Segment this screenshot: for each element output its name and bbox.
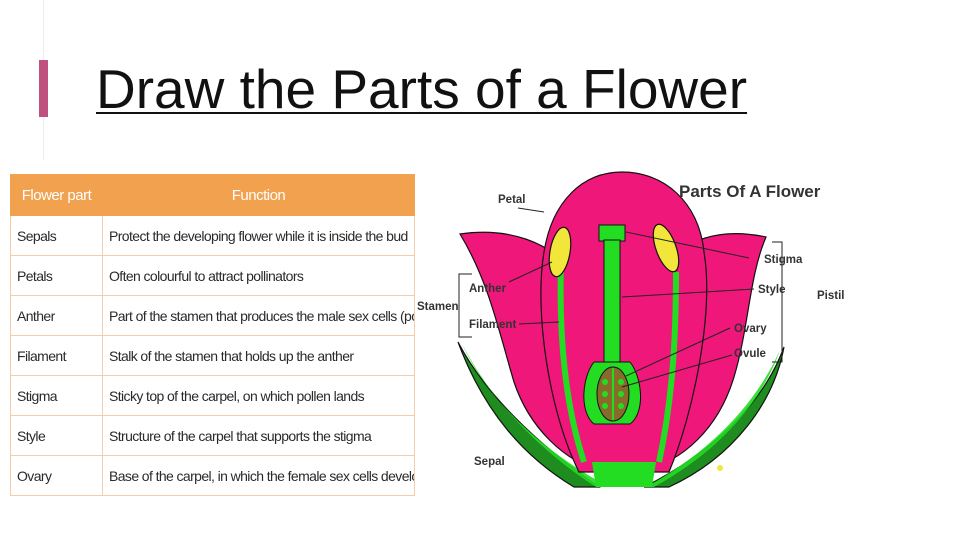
label-petal: Petal bbox=[498, 194, 526, 206]
flower-parts-table: Flower part Function Sepals Protect the … bbox=[10, 174, 415, 496]
header-function: Function bbox=[102, 174, 415, 216]
flower-diagram-svg: Parts Of A Flower Petal Anther Stamen Fi… bbox=[417, 171, 844, 488]
table-row: Sepals Protect the developing flower whi… bbox=[10, 215, 415, 256]
ovule-shape bbox=[602, 403, 608, 409]
anther-left-shape bbox=[548, 226, 572, 278]
ovule-shape bbox=[602, 379, 608, 385]
header-flower-part: Flower part bbox=[10, 174, 103, 216]
label-stigma: Stigma bbox=[764, 254, 803, 266]
stigma-shape bbox=[598, 224, 626, 242]
label-pistil: Pistil bbox=[817, 290, 844, 302]
style-shape bbox=[603, 239, 621, 366]
leader-lines bbox=[458, 207, 783, 388]
diagram-title: Parts Of A Flower bbox=[679, 182, 821, 201]
table-header-row: Flower part Function bbox=[10, 174, 415, 216]
pollen-dot bbox=[717, 465, 723, 471]
part-cell: Anther bbox=[10, 295, 103, 336]
ovule-shape bbox=[618, 379, 624, 385]
part-cell: Filament bbox=[10, 335, 103, 376]
table-row: Filament Stalk of the stamen that holds … bbox=[10, 335, 415, 376]
function-cell: Base of the carpel, in which the female … bbox=[102, 455, 415, 496]
ovule-shape bbox=[618, 391, 624, 397]
function-cell: Part of the stamen that produces the mal… bbox=[102, 295, 415, 336]
label-ovule: Ovule bbox=[734, 348, 766, 360]
slide-title: Draw the Parts of a Flower bbox=[96, 58, 748, 120]
filament-left-shape bbox=[557, 261, 587, 463]
function-cell: Protect the developing flower while it i… bbox=[102, 215, 415, 256]
function-cell: Often colourful to attract pollinators bbox=[102, 255, 415, 296]
flower-diagram: Parts Of A Flower Petal Anther Stamen Fi… bbox=[414, 162, 860, 497]
table-row: Stigma Sticky top of the carpel, on whic… bbox=[10, 375, 415, 416]
table-row: Anther Part of the stamen that produces … bbox=[10, 295, 415, 336]
table-row: Ovary Base of the carpel, in which the f… bbox=[10, 455, 415, 496]
filament-right-shape bbox=[656, 271, 679, 463]
petal-center-shape bbox=[540, 171, 708, 473]
part-cell: Style bbox=[10, 415, 103, 456]
label-filament: Filament bbox=[469, 319, 516, 331]
stalk-shape bbox=[592, 462, 656, 487]
ovule-shape bbox=[618, 403, 624, 409]
part-cell: Stigma bbox=[10, 375, 103, 416]
table-row: Petals Often colourful to attract pollin… bbox=[10, 255, 415, 296]
label-ovary: Ovary bbox=[734, 323, 767, 335]
part-cell: Petals bbox=[10, 255, 103, 296]
label-sepal: Sepal bbox=[474, 456, 505, 468]
anther-right-shape bbox=[652, 223, 680, 273]
ovule-shape bbox=[602, 391, 608, 397]
label-stamen: Stamen bbox=[417, 301, 459, 313]
part-cell: Ovary bbox=[10, 455, 103, 496]
label-anther: Anther bbox=[469, 283, 507, 295]
function-cell: Stalk of the stamen that holds up the an… bbox=[102, 335, 415, 376]
function-cell: Sticky top of the carpel, on which polle… bbox=[102, 375, 415, 416]
title-accent-bar bbox=[39, 60, 48, 117]
label-style: Style bbox=[758, 284, 786, 296]
function-cell: Structure of the carpel that supports th… bbox=[102, 415, 415, 456]
table-row: Style Structure of the carpel that suppo… bbox=[10, 415, 415, 456]
part-cell: Sepals bbox=[10, 215, 103, 256]
